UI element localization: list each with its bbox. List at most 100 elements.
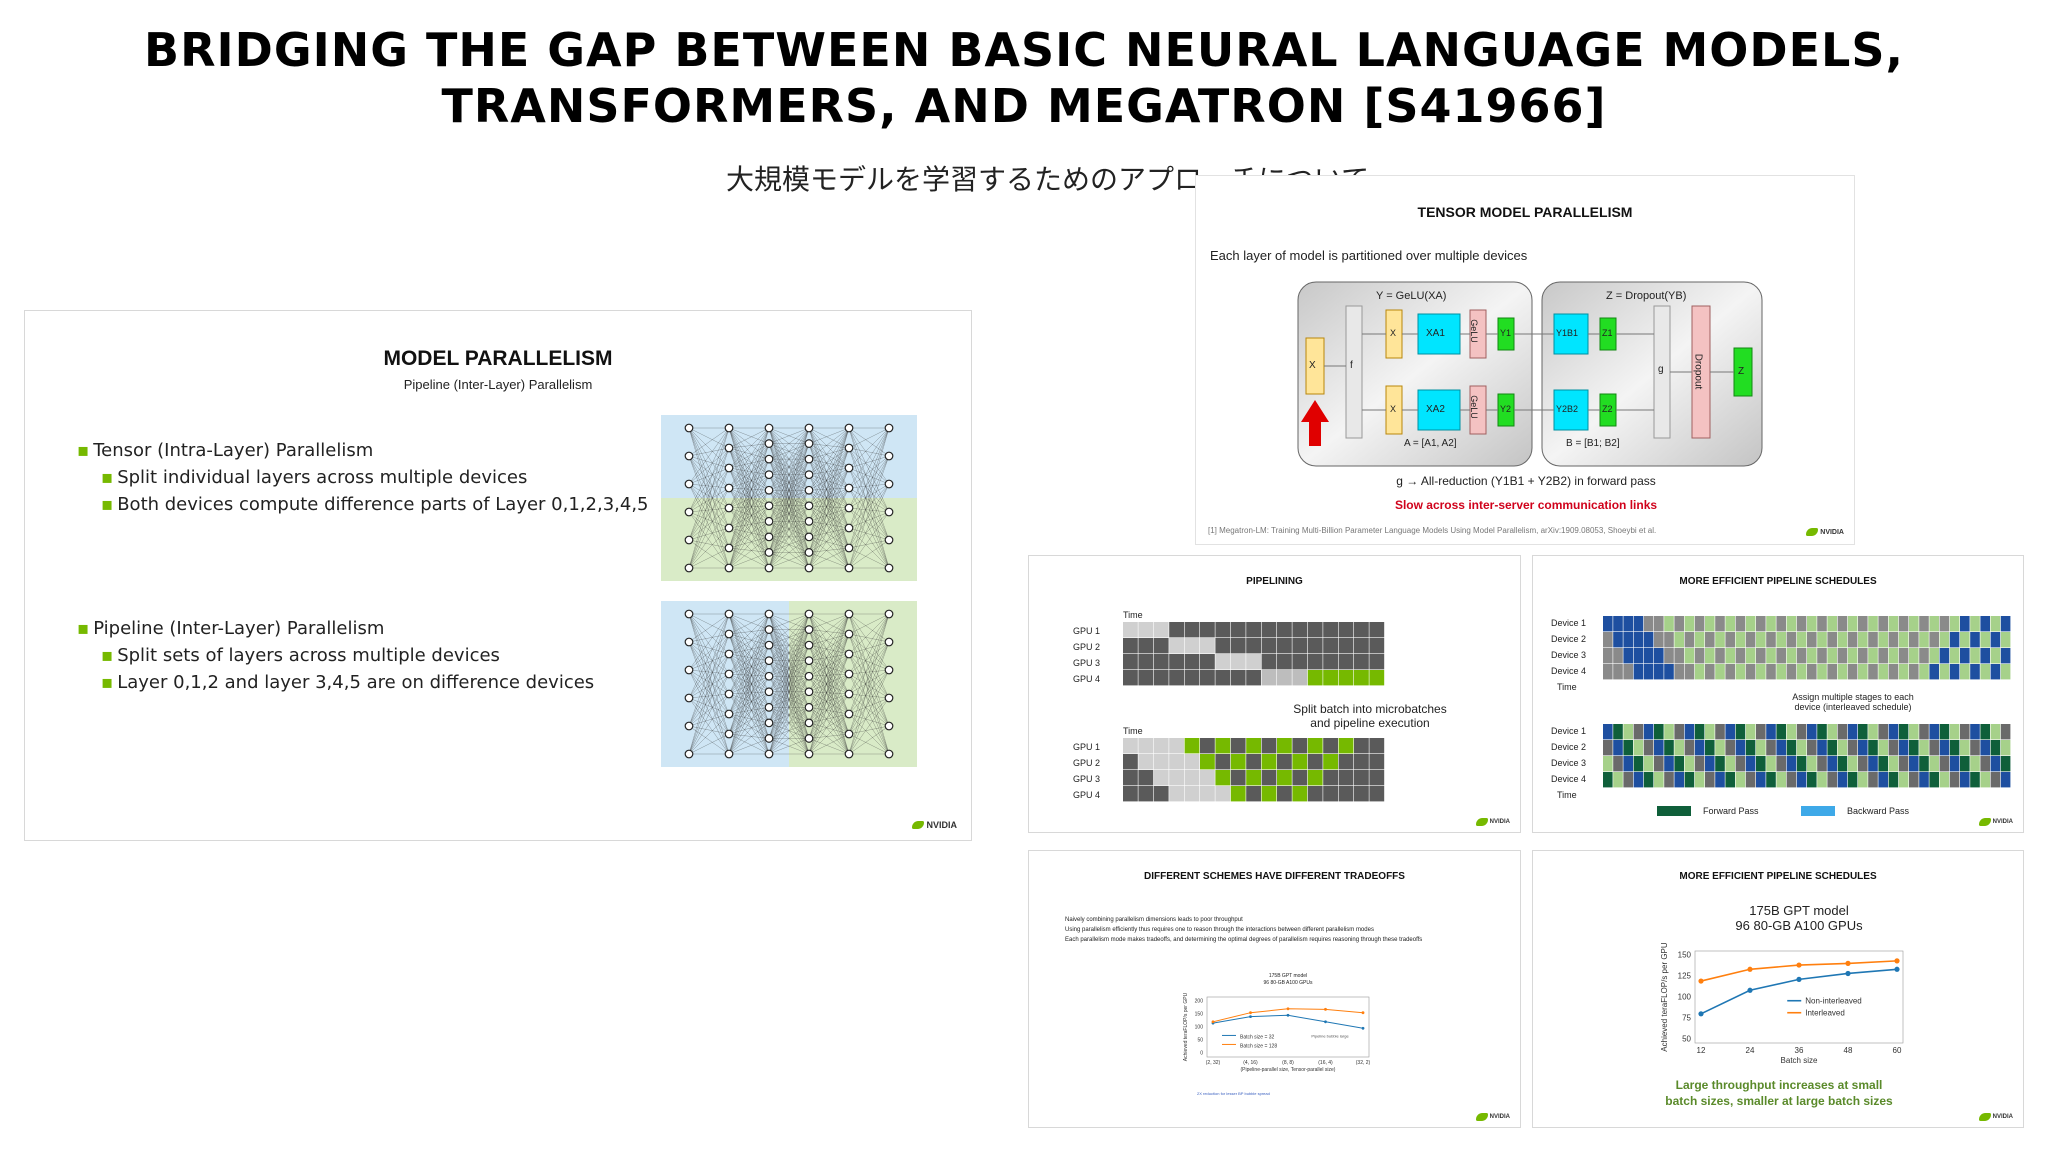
schedule-cell: [1776, 740, 1786, 756]
network-edge: [728, 613, 770, 695]
network-edge: [808, 653, 850, 723]
time-label: Time: [1557, 682, 1577, 692]
network-edge: [808, 427, 850, 475]
schedule-cell: [1960, 724, 1970, 740]
label-z2: Z2: [1602, 404, 1613, 414]
pipeline-cell: [1277, 786, 1292, 802]
schedule-cell: [1827, 664, 1837, 680]
network-edge: [808, 447, 850, 553]
schedule-cell: [1786, 772, 1797, 788]
data-point: [1361, 1011, 1365, 1015]
network-edge: [808, 427, 850, 469]
series-line: [1700, 968, 1898, 1015]
pipeline-cell: [1123, 770, 1138, 786]
y-tick-label: 75: [1682, 1014, 1691, 1023]
pipeline-cell: [1338, 738, 1354, 754]
schedule-cell: [1960, 740, 1970, 756]
schedule-cell: [1888, 724, 1899, 740]
network-edge: [728, 653, 770, 723]
schedule-cell: [1960, 648, 1970, 664]
network-edge: [808, 629, 850, 755]
schedule-cell: [1949, 772, 1960, 788]
network-edge: [728, 633, 770, 739]
label-f: f: [1350, 360, 1353, 371]
pipeline-cell: [1246, 622, 1261, 638]
network-edge: [808, 505, 850, 569]
pipeline-cell: [1184, 770, 1200, 786]
y-tick-label: 100: [1195, 1025, 1204, 1031]
data-point: [1324, 1020, 1327, 1024]
schedule-cell: [1939, 772, 1950, 788]
y-tick-label: 50: [1682, 1035, 1691, 1044]
network-edge: [728, 613, 770, 675]
network-edge: [728, 447, 770, 569]
network-edge: [808, 633, 850, 739]
schedule-cell: [1613, 632, 1623, 648]
nvidia-logo: NVIDIA: [1978, 818, 2013, 826]
network-edge: [848, 483, 890, 509]
schedule-cell: [1623, 772, 1633, 788]
x-tick-label: 60: [1893, 1046, 1902, 1055]
network-edge: [768, 427, 810, 491]
pipeline-cell: [1369, 670, 1385, 686]
schedule-cell: [1633, 756, 1644, 772]
network-edge: [688, 427, 730, 485]
network-edge: [808, 613, 850, 739]
network-edge: [728, 458, 770, 509]
data-point: [1747, 987, 1753, 993]
schedule-cell: [1664, 616, 1674, 632]
pipeline-cell: [1169, 786, 1184, 802]
schedule-cell: [1633, 740, 1644, 756]
schedule-cell: [1705, 756, 1715, 772]
bullet-item: Split individual layers across multiple …: [77, 464, 649, 491]
schedule-cell: [1694, 648, 1705, 664]
network-edge: [688, 511, 730, 529]
network-edge: [848, 613, 890, 715]
label-xa1: XA1: [1426, 328, 1445, 339]
schedule-cell: [1745, 756, 1756, 772]
network-edge: [728, 505, 770, 529]
schedule-cell: [1725, 664, 1735, 680]
schedule-cell: [1603, 616, 1613, 632]
nvidia-logo: NVIDIA: [1978, 1113, 2013, 1121]
pipeline-cell: [1307, 786, 1323, 802]
device-label: Device 2: [1551, 634, 1587, 644]
label-gelu-bottom: GeLU: [1468, 395, 1479, 419]
network-node: [724, 629, 734, 639]
schedule-cell: [1725, 724, 1735, 740]
pipeline-cell: [1184, 622, 1200, 638]
pipeline-cell: [1169, 654, 1184, 670]
schedule-cell: [1694, 664, 1705, 680]
network-edge: [728, 547, 770, 553]
network-edge: [688, 669, 730, 715]
x-tick-label: 24: [1746, 1046, 1755, 1055]
nvidia-eye-icon: [912, 821, 925, 829]
network-edge: [728, 427, 770, 489]
pipeline-cell: [1261, 670, 1277, 686]
bullet-item: Using parallelism efficiently thus requi…: [1065, 927, 1374, 933]
network-node: [884, 609, 894, 619]
schedule-cell: [1807, 616, 1817, 632]
network-edge: [728, 427, 770, 553]
pipeline-cell: [1230, 638, 1246, 654]
schedule-cell: [1643, 648, 1654, 664]
pipeline-cell: [1277, 738, 1292, 754]
schedule-cell: [1888, 632, 1899, 648]
network-edge: [768, 629, 810, 755]
network-node: [804, 671, 814, 681]
network-edge: [728, 653, 770, 692]
schedule-cell: [1674, 632, 1684, 648]
schedule-cell: [1970, 648, 1980, 664]
network-edge: [688, 693, 730, 699]
schedule-cell: [1776, 616, 1786, 632]
label-xa2: XA2: [1426, 404, 1445, 415]
schedule-cell: [1633, 648, 1644, 664]
schedule-cell: [2000, 648, 2011, 664]
network-node: [724, 709, 734, 719]
network-edge: [728, 693, 770, 755]
network-edge: [848, 487, 890, 569]
schedule-cell: [1837, 756, 1848, 772]
pipeline-cell: [1246, 770, 1261, 786]
schedule-cell: [1827, 724, 1837, 740]
network-edge: [688, 613, 730, 643]
